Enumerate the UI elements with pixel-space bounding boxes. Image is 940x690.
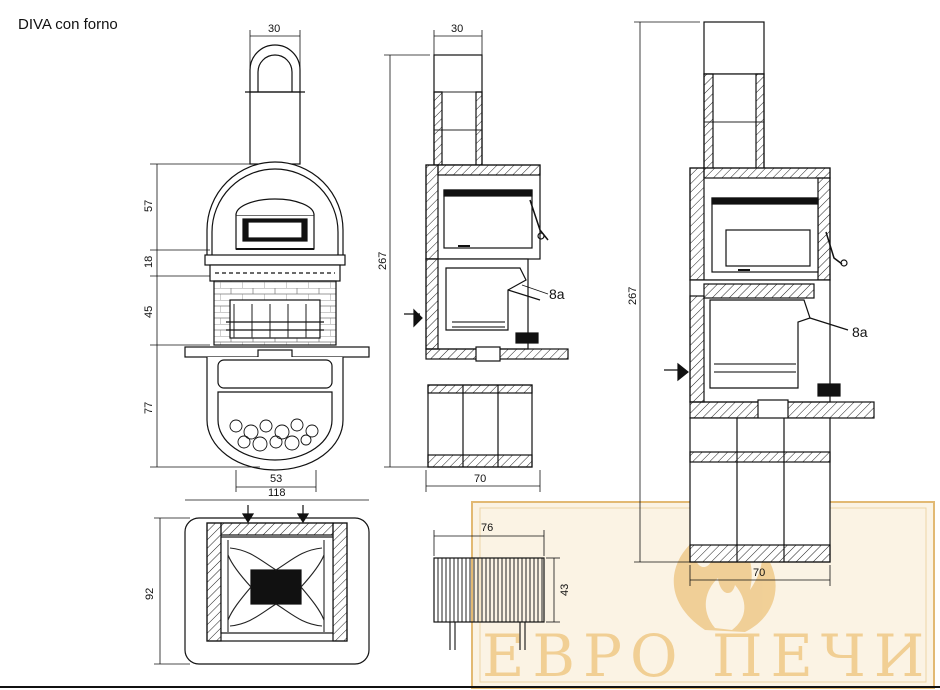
page-title: DIVA con forno: [18, 16, 118, 33]
dim-firebox-label: 45: [143, 306, 155, 318]
grate-detail: [433, 530, 560, 650]
side-chimney-width-label: 30: [451, 23, 463, 35]
watermark: ЕВРО ПЕЧИ: [471, 500, 935, 690]
side-dimension-labels: 30 267 8a 70: [377, 23, 565, 485]
section-callout-label: 8a: [852, 324, 868, 340]
dim-total-width-label: 118: [268, 487, 286, 499]
flame-logo-icon: [673, 500, 776, 632]
watermark-text: ЕВРО ПЕЧИ: [482, 622, 932, 690]
section-depth-label: 70: [753, 567, 765, 579]
section-height-label: 267: [627, 287, 639, 305]
dim-inner-width-label: 53: [270, 473, 282, 485]
grate-height-label: 43: [559, 584, 571, 596]
bottom-border: [0, 686, 940, 688]
section-dimension-labels: 267 8a 70: [627, 287, 868, 579]
side-height-label: 267: [377, 252, 389, 270]
front-dimensions: [150, 30, 369, 501]
section-view: [634, 21, 875, 586]
plan-depth-label: 92: [144, 588, 156, 600]
grate-width-label: 76: [481, 522, 493, 534]
side-depth-label: 70: [474, 473, 486, 485]
front-dimension-labels: 30 57 18 45 77 53 118: [143, 23, 286, 499]
dim-band-label: 18: [143, 256, 155, 268]
side-callout-label: 8a: [549, 286, 565, 302]
dim-oven-label: 57: [143, 200, 155, 212]
front-chimney-width-label: 30: [268, 23, 280, 35]
dim-base-label: 77: [143, 402, 155, 414]
plan-view: [154, 505, 370, 665]
side-view: [384, 30, 569, 492]
front-view: [184, 44, 370, 471]
